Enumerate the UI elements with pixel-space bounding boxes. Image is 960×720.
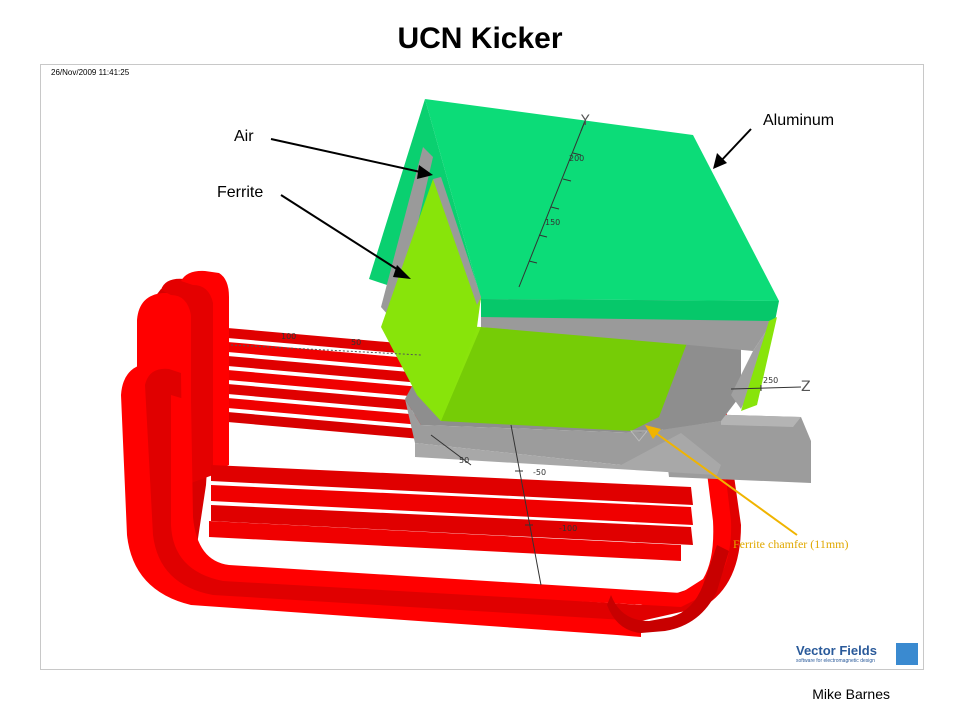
lower-tick-minus50: -50 [533,468,546,477]
air-left-strip [381,147,433,323]
y-tick-150: 150 [545,218,560,227]
ferrite-right-sliver [741,317,777,411]
air-arrowhead [417,165,433,179]
ferrite-arrow [280,194,404,274]
vector-fields-logo: Vector Fields software for electromagnet… [796,643,920,667]
label-ferrite: Ferrite [217,184,264,201]
render-viewport: 26/Nov/2009 11:41:25 [40,64,924,670]
chamfer-arrowhead [645,425,661,439]
chamfer-arrow [652,430,798,536]
x-tick-50: 50 [351,338,361,347]
logo-name: Vector Fields [796,643,877,658]
z-axis [730,385,802,391]
y-axis [518,120,586,288]
slide-title: UCN Kicker [397,22,563,55]
y-tick-200: 200 [569,154,584,163]
author-credit: Mike Barnes [812,686,890,702]
aluminum-arrow [718,128,752,164]
label-aluminum: Aluminum [763,112,835,129]
ferrite-chamfer [629,430,649,442]
lower-tick-minus100: -100 [559,524,577,533]
ferrite-left-face [381,177,481,421]
x-tick-100: 100 [281,332,296,341]
ferrite-arrowhead [393,265,411,279]
annotation-arrows [270,128,798,536]
kicker-3d-model: Y 200 150 Z 250 100 50 -50 -100 50 [121,99,811,637]
logo-mark-icon [896,643,918,665]
z-axis-label: Z [801,379,811,395]
label-air: Air [234,128,254,145]
side-tick-50: 50 [459,456,469,465]
air-arrow [270,138,426,174]
lower-axis [430,424,542,586]
logo-tagline: software for electromagnetic design [796,658,875,664]
aluminum-arrowhead [713,153,727,169]
z-tick-250: 250 [763,376,778,385]
render-timestamp: 26/Nov/2009 11:41:25 [51,68,130,77]
label-ferrite-chamfer: Ferrite chamfer (11mm) [733,537,849,551]
coil-front [121,363,741,637]
y-axis-label: Y [580,113,590,129]
